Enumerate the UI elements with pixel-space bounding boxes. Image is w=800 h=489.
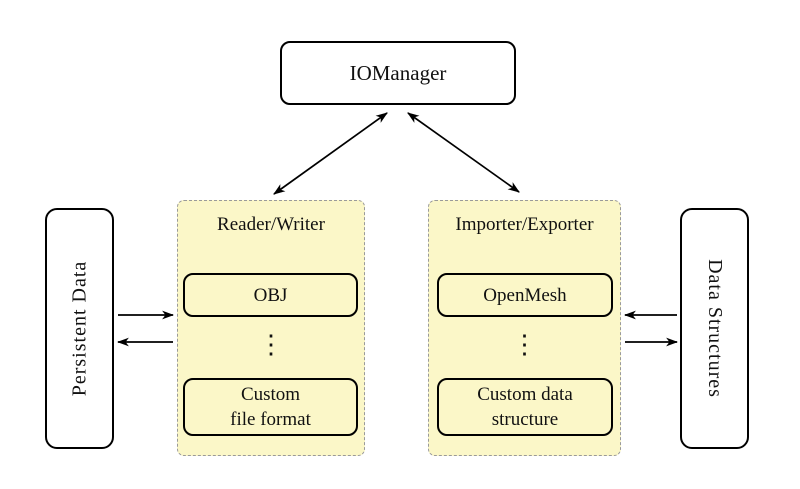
node-openmesh: OpenMesh: [437, 273, 613, 317]
group-label-importer-exporter: Importer/Exporter: [455, 214, 594, 235]
edge-iomanager-importer-exporter: [407, 112, 520, 193]
node-data-structures: Data Structures: [680, 208, 749, 449]
vertical-ellipsis-reader: ⋮: [258, 330, 284, 359]
custom-file-format-label: Custom file format: [230, 384, 311, 430]
group-importer-exporter: Importer/Exporter OpenMesh ⋮ Custom data…: [428, 200, 621, 456]
node-custom-data-structure: Custom data structure: [437, 378, 613, 436]
node-obj: OBJ: [183, 273, 358, 317]
node-custom-file-format: Custom file format: [183, 378, 358, 436]
obj-label: OBJ: [253, 284, 288, 306]
custom-data-structure-label: Custom data structure: [477, 384, 573, 430]
iomanager-label: IOManager: [349, 60, 447, 85]
openmesh-label: OpenMesh: [483, 284, 567, 306]
group-label-reader-writer: Reader/Writer: [217, 214, 325, 235]
edge-iomanager-reader-writer: [273, 112, 388, 195]
node-iomanager: IOManager: [280, 41, 516, 105]
persistent-data-label: Persistent Data: [68, 260, 90, 397]
node-persistent-data: Persistent Data: [45, 208, 114, 449]
group-reader-writer: Reader/Writer OBJ ⋮ Custom file format: [177, 200, 365, 456]
vertical-ellipsis-importer: ⋮: [511, 330, 538, 359]
data-structures-label: Data Structures: [704, 259, 727, 398]
